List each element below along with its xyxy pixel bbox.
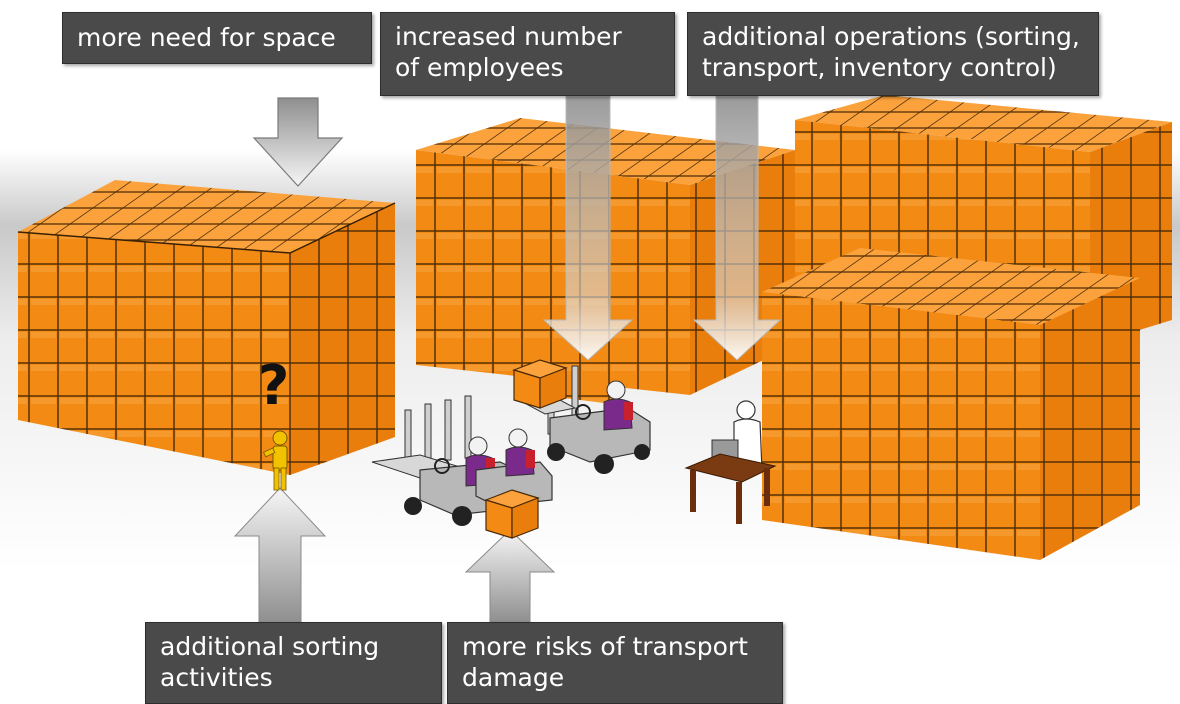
arrow-up-sorting xyxy=(233,487,327,623)
label-operations-line-2: transport, inventory control) xyxy=(702,53,1057,82)
label-additional-sorting: additional sorting activities xyxy=(145,622,442,704)
box-stack-right-front xyxy=(762,248,1140,560)
label-increased-employees: increased number of employees xyxy=(380,12,675,96)
desk-worker-icon xyxy=(684,400,777,524)
label-space-text: more need for space xyxy=(77,23,336,52)
label-transport-damage: more risks of transport damage xyxy=(447,622,783,704)
arrow-up-damage xyxy=(464,529,556,623)
label-employees-line-2: of employees xyxy=(395,53,564,82)
label-sorting-line-1: additional sorting xyxy=(160,632,380,661)
arrow-down-employees xyxy=(542,95,634,361)
label-damage-line-1: more risks of transport xyxy=(462,632,748,661)
single-box-forklift xyxy=(512,359,568,409)
label-damage-line-2: damage xyxy=(462,663,565,692)
arrow-down-operations xyxy=(692,95,782,361)
forklift-middle-icon xyxy=(475,428,553,507)
question-mark: ? xyxy=(258,354,290,417)
label-operations-line-1: additional operations (sorting, xyxy=(702,22,1080,51)
arrow-down-space xyxy=(252,97,344,187)
label-more-need-for-space: more need for space xyxy=(62,12,372,64)
label-sorting-line-2: activities xyxy=(160,663,273,692)
confused-worker-icon xyxy=(263,430,288,491)
label-additional-operations: additional operations (sorting, transpor… xyxy=(687,12,1099,96)
damaged-box xyxy=(484,489,540,539)
box-stack-left xyxy=(17,180,396,475)
label-employees-line-1: increased number xyxy=(395,22,622,51)
